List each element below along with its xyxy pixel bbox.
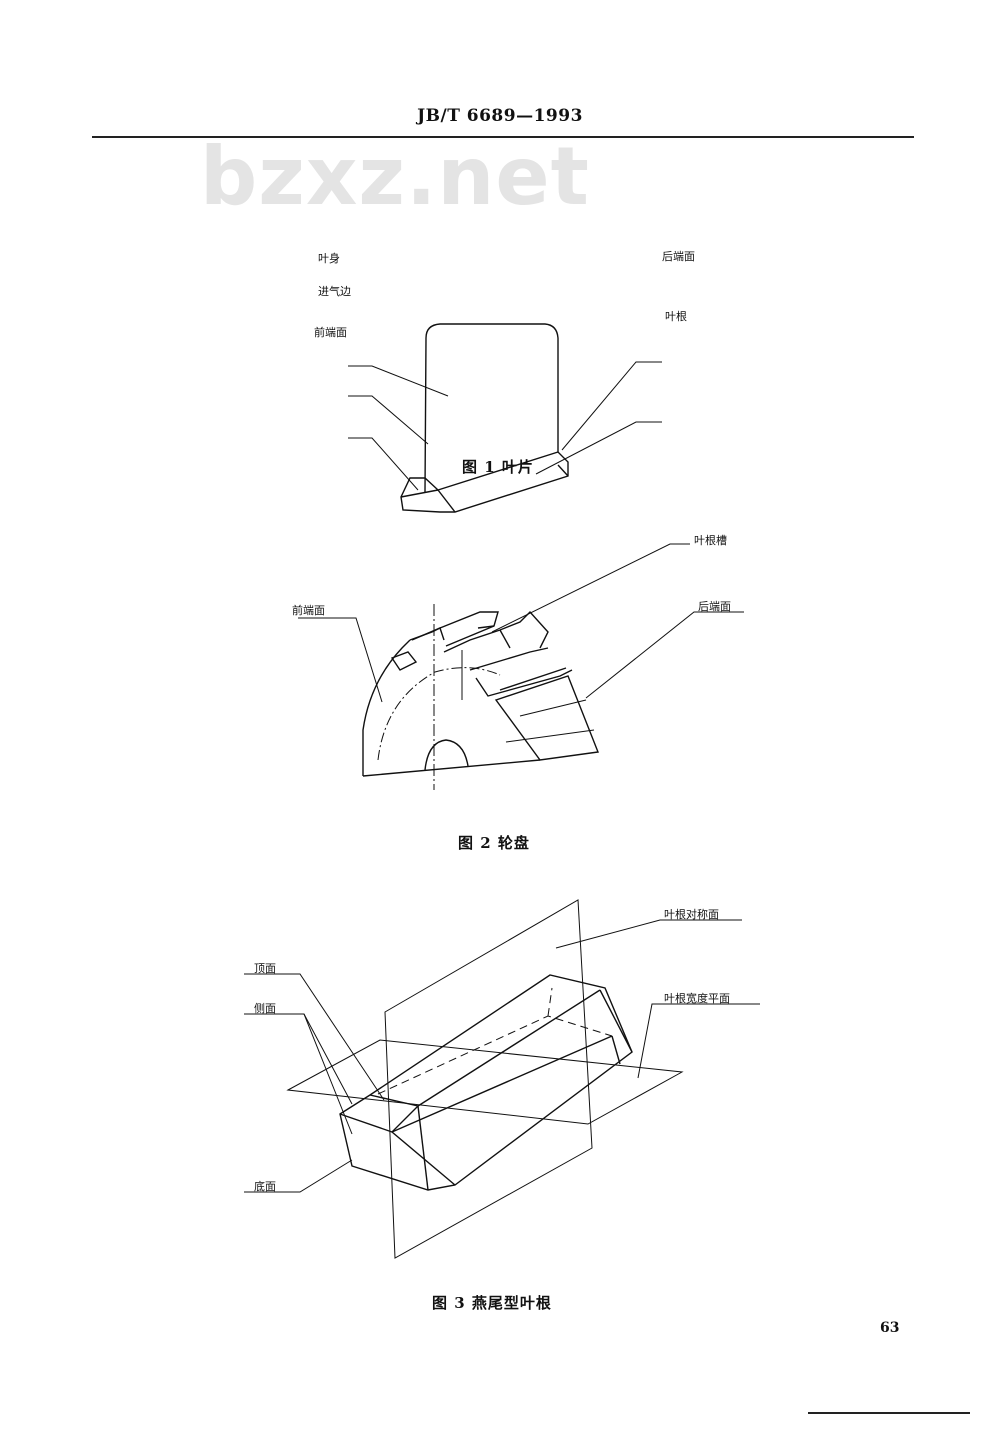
figure-2-caption: 图 2 轮盘 (458, 834, 530, 852)
fig1-label-rear-face: 后端面 (662, 250, 695, 263)
fig3-label-width-plane: 叶根宽度平面 (664, 992, 730, 1005)
fig2-label-front-face: 前端面 (292, 604, 325, 617)
figure-1-blade-drawing (0, 200, 1000, 640)
footer-rule (808, 1412, 970, 1414)
fig1-label-root: 叶根 (665, 310, 687, 323)
fig2-label-root-slot: 叶根槽 (694, 534, 727, 547)
fig2-label-rear-face: 后端面 (698, 600, 731, 613)
watermark: bzxz.net (200, 130, 590, 223)
figure-1-caption: 图 1 叶片 (462, 458, 534, 476)
standard-number: JB/T 6689—1993 (417, 106, 583, 126)
fig3-label-side-face: 侧面 (254, 1002, 276, 1015)
fig1-label-leading-edge: 进气边 (318, 285, 351, 298)
figure-3-caption: 图 3 燕尾型叶根 (432, 1294, 552, 1312)
figure-2-disk-drawing (0, 500, 1000, 820)
fig3-label-bottom-face: 底面 (254, 1180, 276, 1193)
page-number: 63 (880, 1320, 900, 1336)
header-rule (92, 136, 914, 138)
fig3-label-symmetry-plane: 叶根对称面 (664, 908, 719, 921)
fig1-label-airfoil: 叶身 (318, 252, 340, 265)
figure-3-dovetail-drawing (0, 880, 1000, 1280)
fig1-label-front-face: 前端面 (314, 326, 347, 339)
fig3-label-top-face: 顶面 (254, 962, 276, 975)
